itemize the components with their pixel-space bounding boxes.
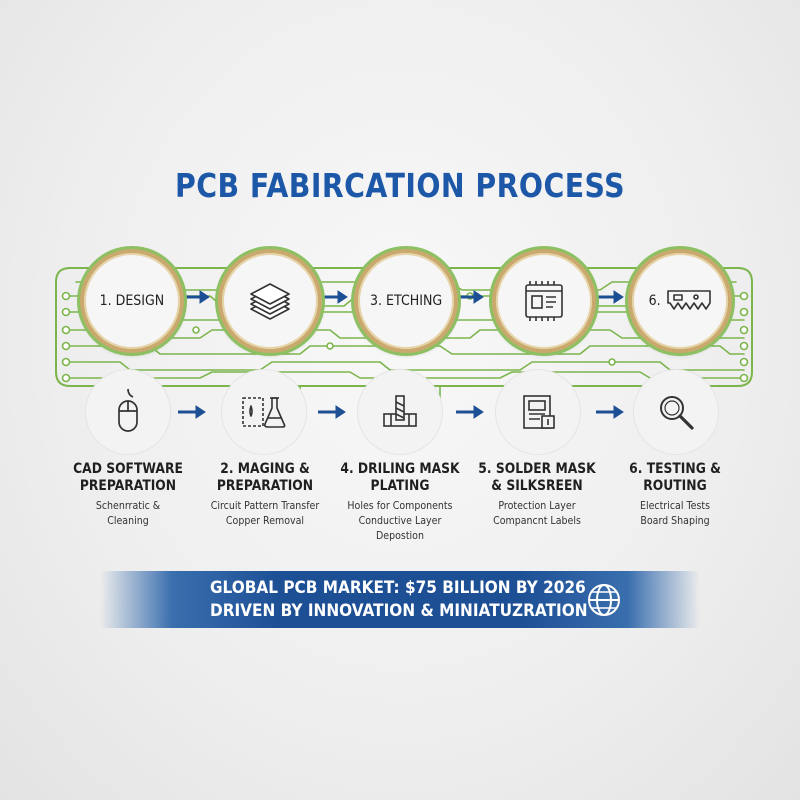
step-ring-etching: 3. ETCHING	[354, 249, 458, 353]
step-ring-board	[492, 249, 596, 353]
arrow-icon	[182, 290, 210, 304]
step-column-imaging: 2. MAGING & PREPARATION Circuit Pattern …	[190, 461, 340, 528]
step-title: PLATING	[370, 478, 430, 494]
step-detail: Circuit Pattern Transfer	[210, 499, 320, 512]
step-ring-design: 1. DESIGN	[80, 249, 184, 353]
layers-icon	[250, 283, 290, 320]
circuit-board-icon	[525, 281, 563, 321]
step-title: 6. TESTING &	[629, 461, 721, 477]
arrow-icon	[596, 405, 624, 419]
magnifier-icon-circle	[634, 370, 718, 454]
step-column-solder-mask: 5. SOLDER MASK & SILKSREEN Protection La…	[462, 461, 612, 528]
step-title: PREPARATION	[216, 478, 314, 494]
step-ring-label: 3. ETCHING	[369, 293, 443, 309]
drill-icon	[383, 395, 417, 427]
market-banner-text: GLOBAL PCB MARKET: $75 BILLION BY 2026 D…	[190, 577, 590, 623]
lab-flask-icon-circle	[222, 370, 306, 454]
step-title: CAD SOFTWARE	[73, 461, 183, 477]
step-detail: Holes for Components	[347, 499, 453, 512]
step-title: ROUTING	[643, 478, 707, 494]
step-detail: Protection Layer	[498, 499, 576, 512]
step-ring-label: 1. DESIGN	[99, 293, 165, 309]
magnifier-icon	[660, 396, 694, 430]
step-title: 4. DRILING MASK	[340, 461, 460, 477]
step-column-cad: CAD SOFTWARE PREPARATION Schenrratic & C…	[53, 461, 203, 528]
step-title: 2. MAGING &	[220, 461, 310, 477]
step-detail: Cleaning	[107, 514, 149, 527]
step-detail: Board Shaping	[640, 514, 710, 527]
drill-icon-circle	[358, 370, 442, 454]
saw-blade-icon	[666, 290, 711, 310]
arrow-icon	[456, 405, 484, 419]
step-column-drilling: 4. DRILING MASK PLATING Holes for Compon…	[325, 461, 475, 543]
step-detail: Compancnt Labels	[493, 514, 581, 527]
page-title: PCB FABIRCATION PROCESS	[174, 166, 626, 205]
step-detail: Electrical Tests	[639, 499, 711, 512]
arrow-icon	[178, 405, 206, 419]
step-column-testing: 6. TESTING & ROUTING Electrical Tests Bo…	[600, 461, 750, 528]
step-title: 5. SOLDER MASK	[478, 461, 596, 477]
arrow-icon	[318, 405, 346, 419]
step-title: & SILKSREEN	[491, 478, 583, 494]
step-ring-routing: 6.	[628, 249, 732, 353]
step-ring-label: 6.	[648, 293, 662, 309]
step-title: PREPARATION	[79, 478, 177, 494]
market-banner-line-2: DRIVEN BY INNOVATION & MINIATUZRATION	[210, 601, 588, 621]
step-detail: Depostion	[376, 529, 424, 542]
document-icon-circle	[496, 370, 580, 454]
step-detail: Copper Removal	[225, 514, 305, 527]
arrow-icon	[320, 290, 348, 304]
document-icon	[523, 395, 555, 429]
mouse-icon-circle	[86, 370, 170, 454]
step-detail: Schenrratic &	[95, 499, 161, 512]
globe-icon	[588, 584, 620, 616]
arrow-icon	[456, 290, 484, 304]
arrow-icon	[596, 290, 624, 304]
step-ring-layers	[218, 249, 322, 353]
step-detail: Conductive Layer	[358, 514, 442, 527]
lab-flask-icon	[242, 397, 286, 428]
market-banner-line-1: GLOBAL PCB MARKET: $75 BILLION BY 2026	[210, 578, 586, 598]
mouse-icon	[118, 388, 138, 432]
